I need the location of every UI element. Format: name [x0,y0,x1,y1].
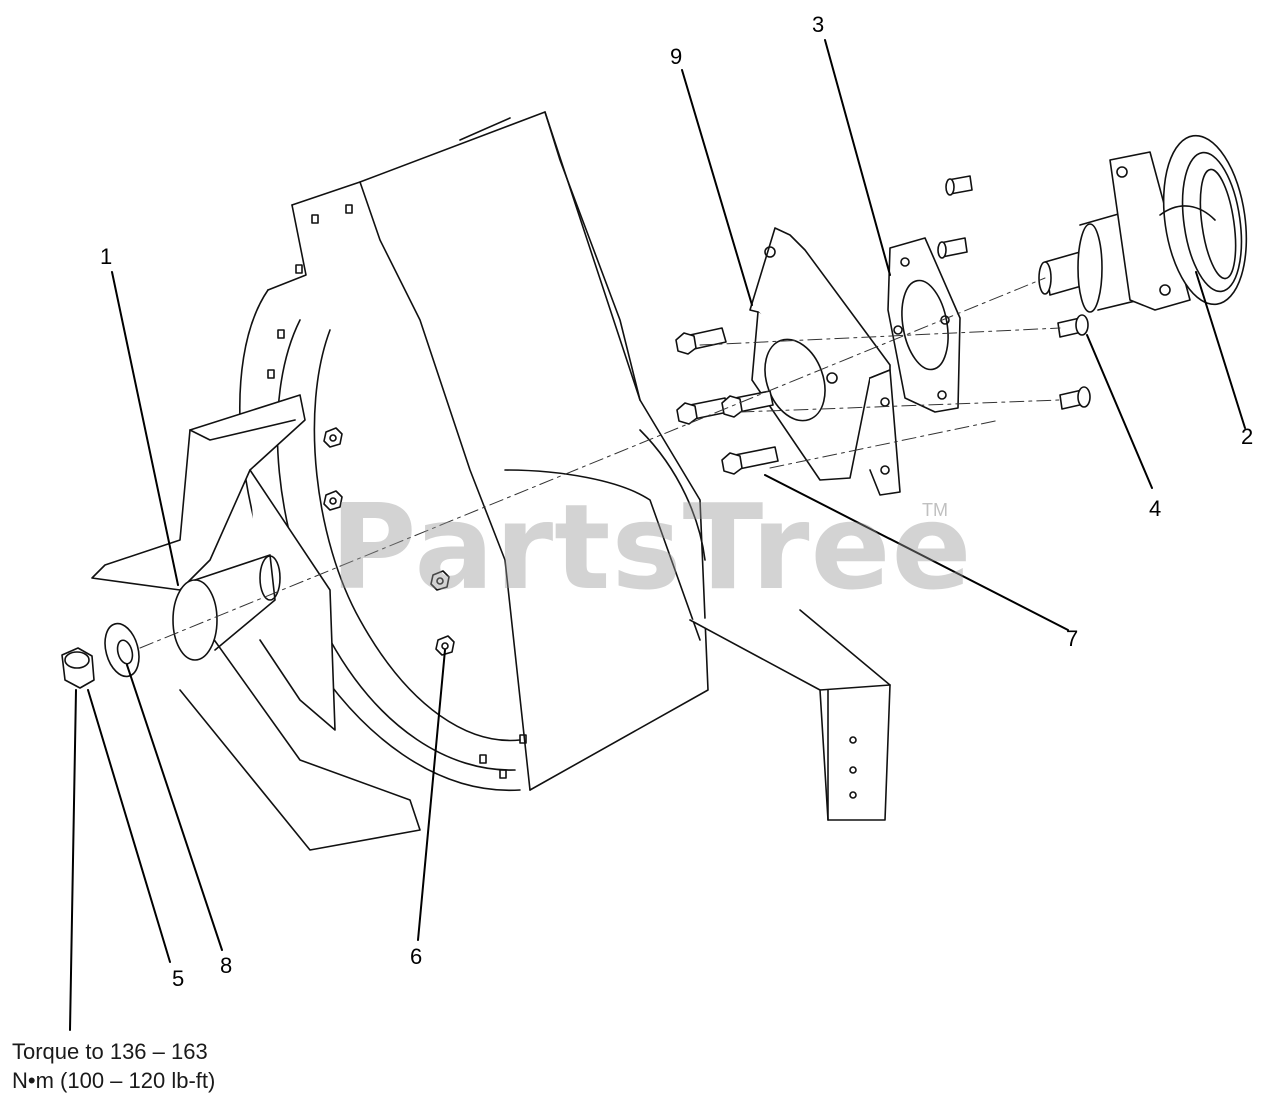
carriage-bolts [937,175,1091,410]
callout-8: 8 [220,953,233,978]
blower-housing [239,111,891,821]
gasket-plate [887,237,961,413]
callout-2: 2 [1241,424,1254,449]
housing-nuts [323,427,455,656]
bearing-block [749,227,901,496]
flange-bolts [675,327,779,475]
torque-note-line-2: N•m (100 – 120 lb-ft) [12,1068,216,1093]
callout-9: 9 [670,44,683,69]
center-lines [139,277,1061,649]
callout-6: 6 [410,944,423,969]
leader-lines [69,39,1246,1031]
callout-1: 1 [100,244,113,269]
callout-4: 4 [1149,496,1162,521]
torque-note-line-1: Torque to 136 – 163 [12,1039,208,1064]
shaft-pulley-assembly [1038,134,1248,313]
trademark-mark: TM [922,500,948,520]
hex-nut-and-washer [61,622,140,689]
torque-note: Torque to 136 – 163 N•m (100 – 120 lb-ft… [12,1037,215,1095]
impeller-paddle [91,394,421,851]
parts-tree-watermark: PartsTree [330,478,973,616]
callout-3: 3 [812,12,825,37]
callout-7: 7 [1066,626,1079,651]
callout-5: 5 [172,966,185,991]
